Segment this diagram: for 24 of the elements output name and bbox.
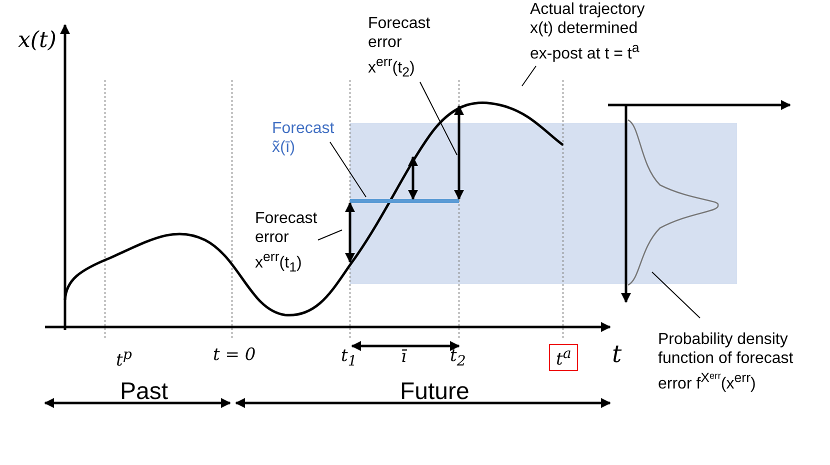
interval-label: ī xyxy=(401,347,406,368)
period-label: Future xyxy=(400,378,470,406)
callout-text: Actual trajectory x(t) determined ex-post at t = t$^{a}$ xyxy=(530,0,658,64)
leader-line xyxy=(652,272,700,318)
axis-tick-label: t$_{1}$ xyxy=(341,346,357,372)
period-label: Past xyxy=(120,378,168,406)
callout-text: Probability density function of forecast error f$^{Xᵉʳʳ}$(x$^{err}$) xyxy=(658,330,830,394)
leader-line xyxy=(330,142,366,198)
callout-text: Forecast error x$^{err}$(t$_{1}$) xyxy=(255,209,335,277)
axis-label: x(t) xyxy=(18,28,56,54)
leader-line xyxy=(420,82,458,156)
axis-tick-label: t = 0 xyxy=(213,345,256,366)
callout-text: Forecast error x$^{err}$(t$_{2}$) xyxy=(368,14,448,82)
axis-tick-label: t$^{p}$ xyxy=(116,346,132,372)
callout-text: Forecast x̃(ī) xyxy=(272,119,352,157)
leader-line xyxy=(318,230,342,240)
forecast-line xyxy=(350,199,459,203)
leader-line xyxy=(522,66,536,86)
axis-tick-label: t$^{a}$ xyxy=(549,344,578,371)
axis-tick-label: t$_{2}$ xyxy=(450,346,466,372)
trajectory-curve xyxy=(64,101,564,316)
error-arrow xyxy=(408,156,418,200)
axis-label: t xyxy=(612,340,622,368)
density-curve xyxy=(628,119,719,286)
